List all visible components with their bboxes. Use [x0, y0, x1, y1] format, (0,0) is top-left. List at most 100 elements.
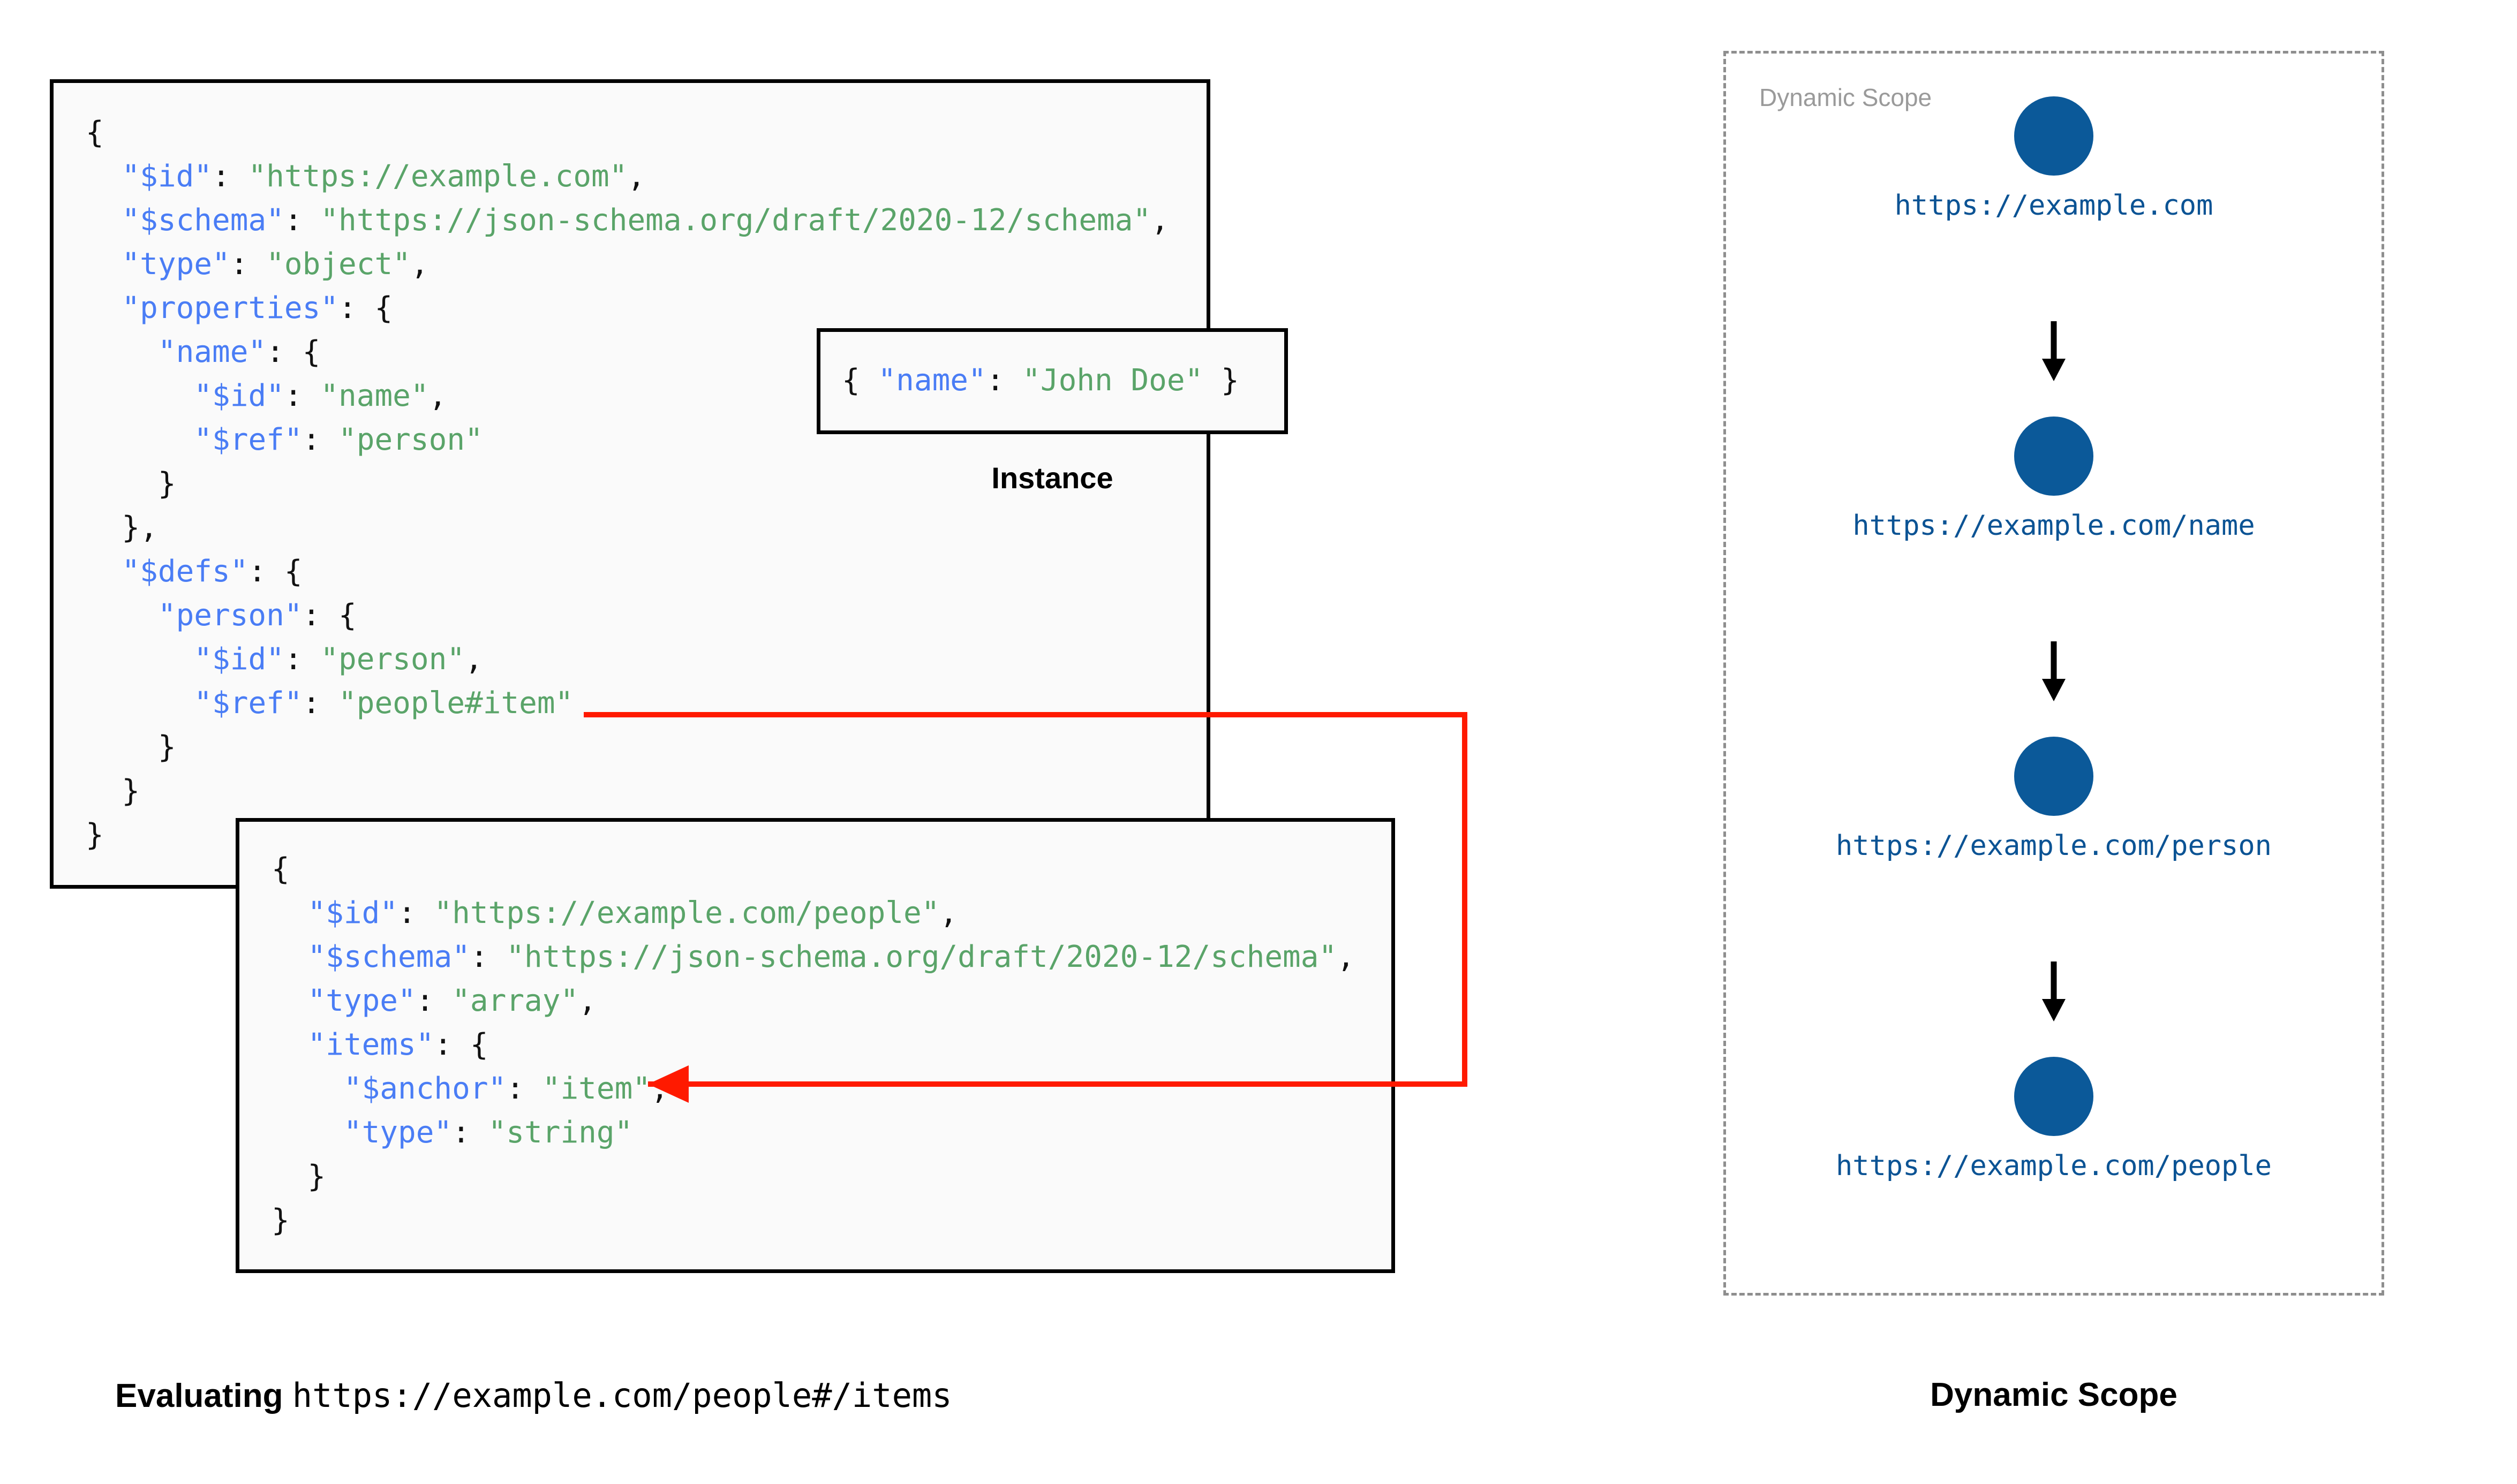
scope-node-3: https://example.com/person [1723, 737, 2384, 862]
code-token: : [302, 422, 339, 457]
code-token [86, 642, 194, 677]
code-token: "string" [488, 1115, 633, 1150]
code-token: : [284, 642, 321, 677]
code-line: { [86, 111, 1169, 155]
code-token: } [1203, 363, 1239, 398]
code-token: "$ref" [194, 422, 303, 457]
code-token: "$id" [194, 642, 284, 677]
people-schema-box: { "$id": "https://example.com/people", "… [236, 818, 1395, 1273]
code-token: "properties" [122, 291, 339, 325]
code-token: "person" [320, 642, 465, 677]
code-token: : { [266, 335, 321, 369]
code-line: "$id": "person", [86, 638, 1169, 682]
code-token: "object" [266, 247, 411, 282]
code-token: : [506, 1071, 542, 1106]
code-token: "item" [542, 1071, 651, 1106]
code-token: "person" [157, 598, 303, 633]
code-line: "type": "array", [272, 979, 1355, 1023]
code-token: "$ref" [194, 686, 303, 721]
code-token: "https://example.com" [248, 159, 628, 194]
code-token: } [86, 817, 104, 852]
code-token: : { [338, 291, 393, 325]
code-line: } [86, 725, 1169, 769]
code-token: }, [86, 510, 158, 545]
code-token: "name" [878, 363, 986, 398]
code-token: : [230, 247, 267, 282]
code-token: , [627, 159, 646, 194]
code-token: , [578, 983, 597, 1018]
scope-node-label: https://example.com [1894, 190, 2213, 222]
code-token: { [86, 115, 104, 150]
code-token [86, 554, 122, 589]
scope-node-circle [2014, 737, 2093, 816]
code-token: { [272, 852, 290, 887]
code-token [272, 983, 307, 1018]
code-token: : [284, 378, 321, 413]
code-token: , [465, 642, 483, 677]
code-line: "type": "string" [272, 1111, 1355, 1155]
instance-box: { "name": "John Doe" } [817, 328, 1288, 434]
scope-arrow-3 [1723, 961, 2384, 1023]
caption-left-mono: https://example.com/people#/items [292, 1376, 952, 1415]
code-token: , [651, 1071, 669, 1106]
code-line: "person": { [86, 594, 1169, 638]
code-token: : [986, 363, 1023, 398]
people-schema-code: { "$id": "https://example.com/people", "… [272, 847, 1355, 1243]
code-token: } [86, 730, 176, 764]
dynamic-scope-inner-label: Dynamic Scope [1759, 84, 1932, 111]
code-line: "$id": "https://example.com", [86, 155, 1169, 199]
code-token [272, 940, 307, 974]
code-token [272, 896, 307, 930]
code-token: "type" [307, 983, 416, 1018]
code-token: : [452, 1115, 488, 1150]
root-schema-code: { "$id": "https://example.com", "$schema… [86, 111, 1169, 857]
code-token [86, 247, 122, 282]
code-line: "$schema": "https://json-schema.org/draf… [272, 935, 1355, 979]
code-token [86, 378, 194, 413]
code-token [86, 598, 158, 633]
code-line: "$ref": "person" [86, 418, 1169, 462]
code-token [86, 291, 122, 325]
scope-node-circle [2014, 1057, 2093, 1136]
code-token [86, 335, 158, 369]
scope-node-label: https://example.com/name [1852, 510, 2255, 542]
code-line: "type": "object", [86, 243, 1169, 286]
code-token: "people#item" [338, 686, 574, 721]
code-token: "https://example.com/people" [434, 896, 940, 930]
code-token: "https://json-schema.org/draft/2020-12/s… [320, 203, 1151, 238]
code-token: "$defs" [122, 554, 248, 589]
code-line: }, [86, 506, 1169, 550]
code-line: "$defs": { [86, 550, 1169, 594]
code-token: "array" [452, 983, 579, 1018]
code-token [86, 686, 194, 721]
code-token [272, 1115, 344, 1150]
code-line: "$ref": "people#item" [86, 682, 1169, 725]
code-token: "$id" [194, 378, 284, 413]
code-token: , [939, 896, 958, 930]
code-line: } [86, 769, 1169, 813]
code-token: "$schema" [122, 203, 284, 238]
down-arrow-icon [2042, 641, 2066, 701]
code-line: "$schema": "https://json-schema.org/draf… [86, 199, 1169, 243]
code-token: : { [434, 1027, 488, 1062]
code-line: "name": { [86, 330, 1169, 374]
code-token: : [398, 896, 434, 930]
dynamic-scope-panel [1723, 51, 2384, 1296]
code-line: "$id": "https://example.com/people", [272, 891, 1355, 935]
scope-arrow-1 [1723, 321, 2384, 383]
code-line: "items": { [272, 1023, 1355, 1067]
scope-node-circle [2014, 417, 2093, 496]
code-token: "type" [122, 247, 230, 282]
code-token: , [1337, 940, 1355, 974]
code-token: "type" [343, 1115, 453, 1150]
code-token: "John Doe" [1022, 363, 1203, 398]
code-token: "$schema" [307, 940, 470, 974]
code-line: { "name": "John Doe" } [842, 359, 1239, 403]
code-token: : [212, 159, 248, 194]
code-token: } [272, 1203, 290, 1238]
code-token: "$id" [122, 159, 213, 194]
code-token: : [302, 686, 339, 721]
scope-node-label: https://example.com/person [1836, 830, 2272, 862]
instance-caption: Instance [991, 461, 1113, 495]
